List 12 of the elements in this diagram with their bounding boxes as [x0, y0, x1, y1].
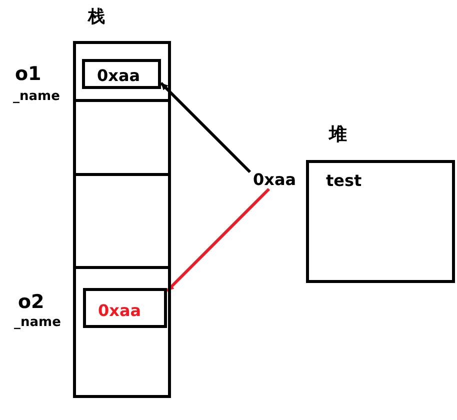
address-text: 0xaa: [98, 303, 142, 319]
pointer-arrow: [166, 188, 270, 292]
object-text: test: [326, 173, 362, 189]
address-text: 0xaa: [250, 170, 298, 189]
heap-heading: 堆: [329, 126, 347, 144]
name-suffix: _name: [13, 90, 60, 103]
variable-name: o1: [15, 65, 42, 84]
variable-name: o2: [18, 293, 44, 312]
stack-heading: 栈: [88, 9, 105, 26]
address-text: 0xaa: [97, 68, 140, 84]
pointer-arrow: [160, 82, 252, 174]
name-suffix: _name: [14, 316, 61, 329]
